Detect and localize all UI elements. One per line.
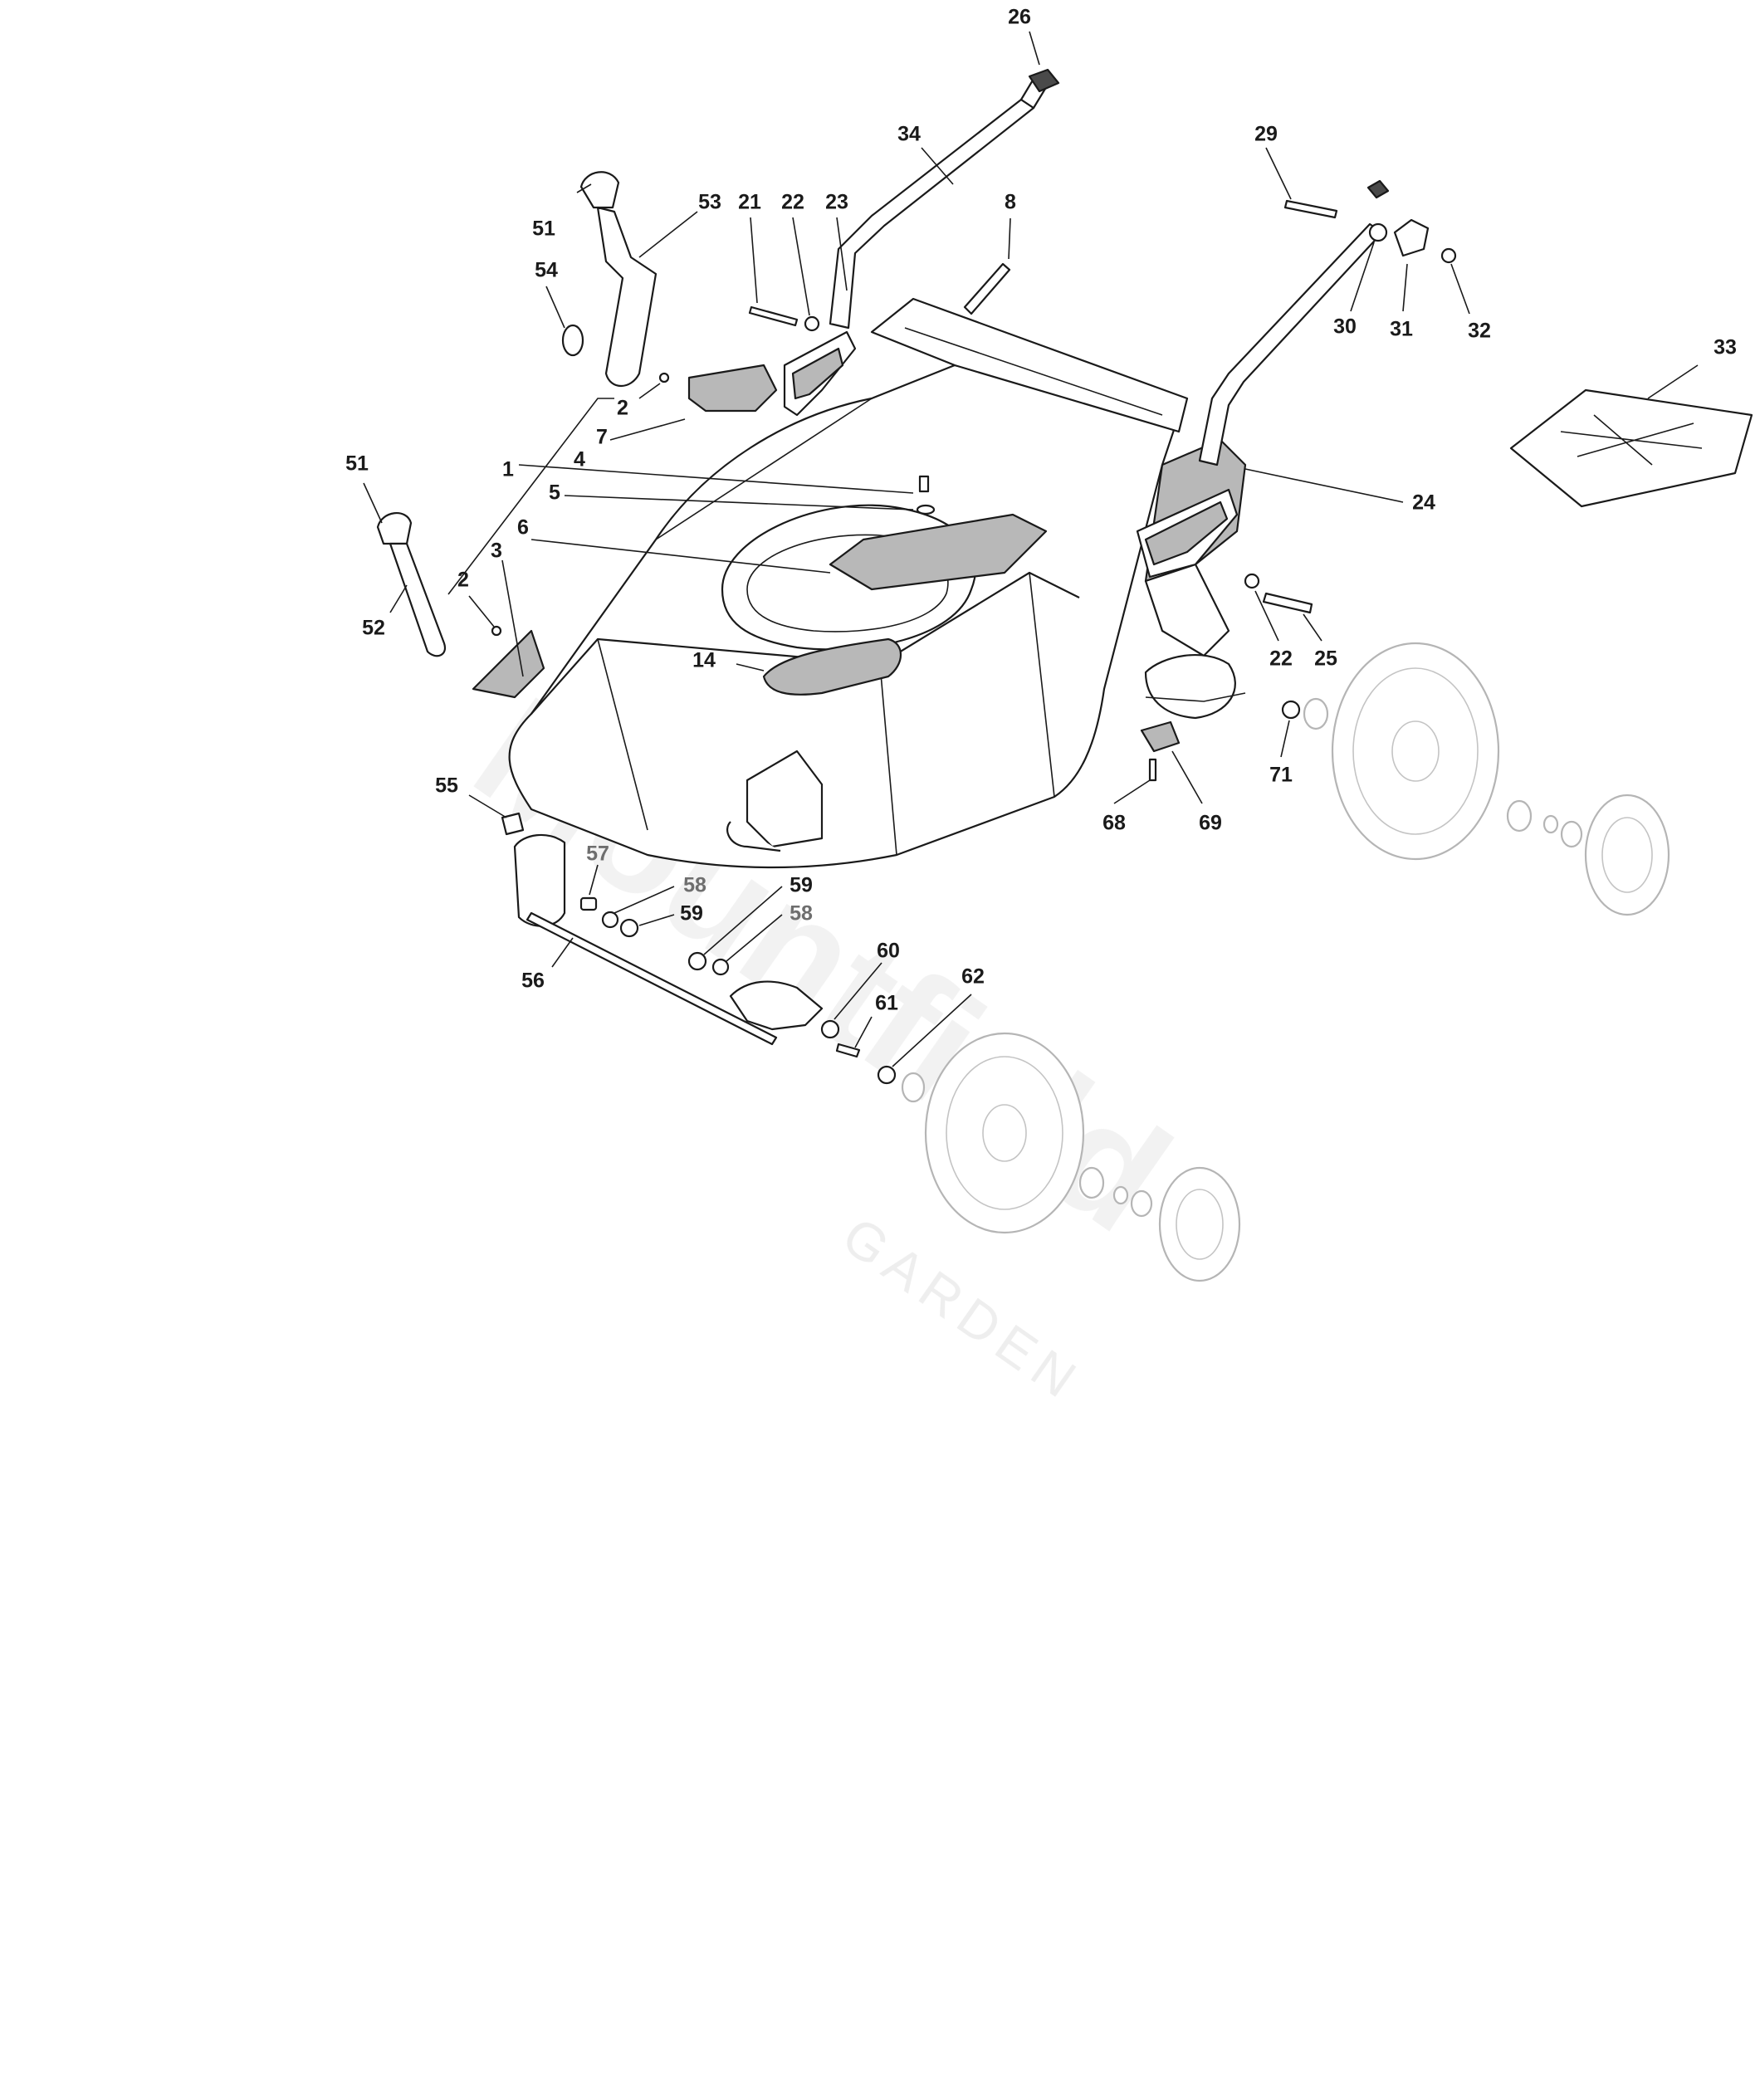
callout-51-top: 51 [532,217,555,241]
callout-71: 71 [1269,764,1293,787]
callout-57: 57 [586,842,609,866]
callout-54: 54 [535,259,558,282]
callout-58-b: 58 [790,902,813,925]
callout-22-top: 22 [781,191,804,214]
callout-51-left: 51 [345,452,369,476]
callout-23: 23 [825,191,848,214]
callout-30: 30 [1333,315,1357,339]
callout-32: 32 [1468,320,1491,343]
callout-25: 25 [1314,647,1337,671]
rear-wheel-assembly [1303,642,1670,916]
callout-8: 8 [1005,191,1016,214]
callout-6: 6 [517,516,529,540]
callout-26: 26 [1008,6,1031,29]
callout-69: 69 [1199,812,1222,835]
callout-34: 34 [897,123,921,146]
callout-22-right: 22 [1269,647,1293,671]
callout-2-left: 2 [457,569,469,592]
callout-61: 61 [875,992,898,1015]
callout-59-b: 59 [680,902,703,925]
callout-labels: 26 34 29 53 51 21 22 23 8 30 31 32 54 33… [345,6,1737,1015]
callout-29: 29 [1254,123,1278,146]
callout-4: 4 [574,448,585,471]
callout-7: 7 [596,426,608,449]
callout-1: 1 [502,458,514,481]
callout-33: 33 [1714,336,1737,359]
callout-14: 14 [692,649,716,672]
callout-55: 55 [435,774,458,798]
callout-21: 21 [738,191,761,214]
handle-tubes [783,77,1384,579]
callout-58-a: 58 [683,874,706,897]
callout-31: 31 [1390,318,1413,341]
callout-59-a: 59 [790,874,813,897]
watermark-sub: GARDEN [832,1205,1093,1413]
front-wheel-assembly [901,1032,1241,1282]
callout-2-top: 2 [617,397,628,420]
deck-housing [508,297,1247,869]
callout-62: 62 [961,965,985,989]
callout-60: 60 [877,940,900,963]
callout-5: 5 [549,481,560,505]
callout-53: 53 [698,191,721,214]
callout-52: 52 [362,617,385,640]
callout-3: 3 [491,540,502,563]
small-parts [376,68,1753,1085]
leader-lines [363,31,1699,1067]
callout-68: 68 [1102,812,1126,835]
callout-24: 24 [1412,491,1435,515]
callout-56: 56 [521,969,545,993]
